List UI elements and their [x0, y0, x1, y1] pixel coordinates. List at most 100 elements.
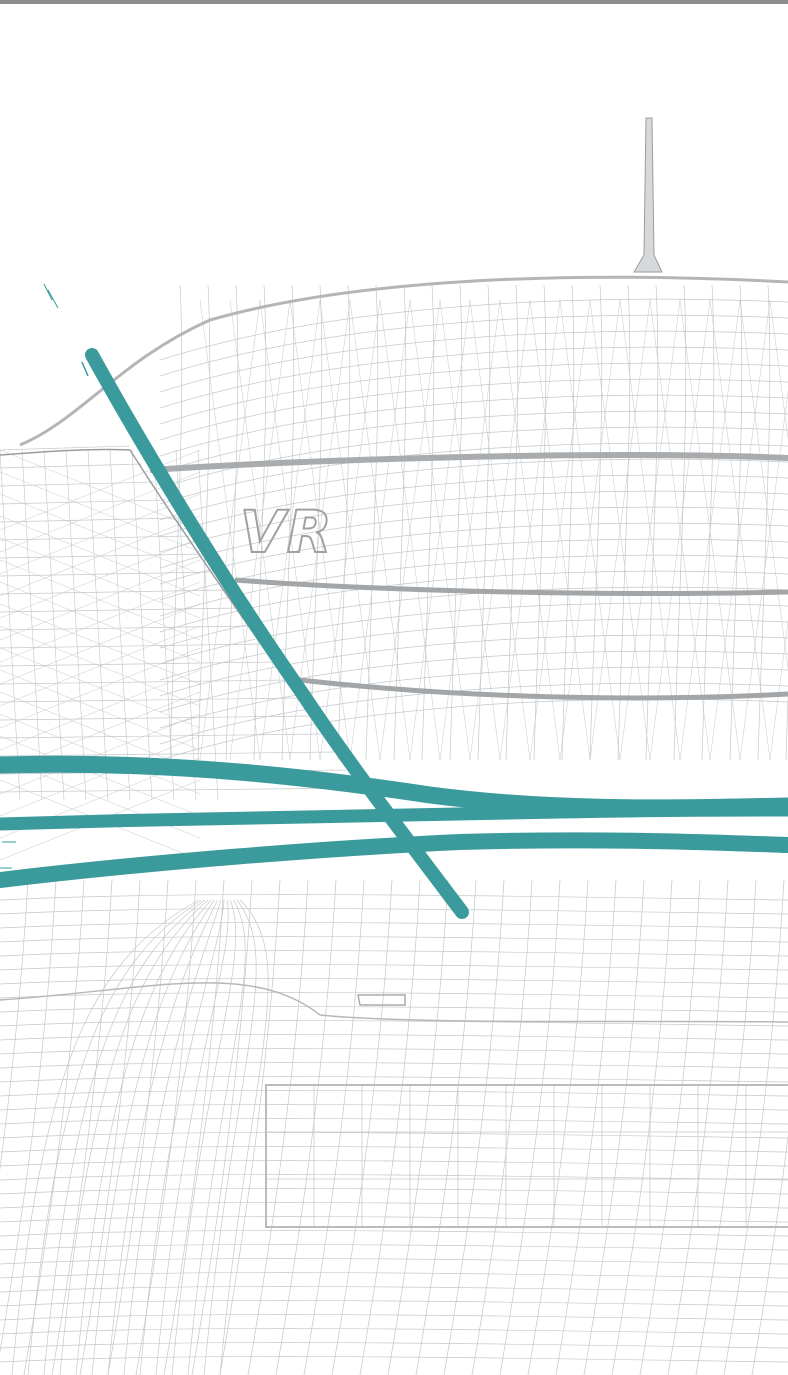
- mesh-line: [109, 449, 131, 801]
- mesh-line: [0, 669, 201, 751]
- mesh-curve: [0, 1356, 788, 1363]
- mesh-line: [0, 679, 287, 685]
- accent-strokes: [0, 348, 788, 919]
- mesh-curve: [673, 284, 687, 761]
- mesh-line: [0, 553, 203, 559]
- mesh-curve: [159, 682, 788, 745]
- accent-stroke-middle: [0, 803, 788, 831]
- mesh-line: [0, 589, 227, 595]
- mesh-curve: [159, 298, 788, 361]
- mesh-curve: [365, 284, 379, 761]
- mesh-curve: [0, 879, 57, 1354]
- mesh-line: [469, 299, 531, 761]
- mesh-curve: [159, 650, 788, 713]
- bumper-wireframe: [11, 899, 269, 1375]
- mesh-curve: [0, 1048, 788, 1055]
- mesh-line: [0, 751, 335, 757]
- mesh-line: [0, 449, 21, 801]
- mesh-curve: [159, 522, 788, 585]
- mesh-curve: [75, 899, 212, 1375]
- mesh-line: [649, 299, 711, 761]
- mesh-line: [0, 517, 179, 523]
- edge-fragments: [0, 283, 89, 869]
- mesh-curve: [159, 506, 788, 569]
- mesh-curve: [225, 284, 239, 761]
- mesh-line: [0, 713, 201, 795]
- trunk-handle: [357, 994, 406, 1006]
- mesh-curve: [219, 899, 269, 1375]
- mesh-curve: [583, 879, 645, 1375]
- mesh-line: [0, 559, 201, 641]
- mesh-curve: [107, 879, 169, 1375]
- mesh-curve: [139, 899, 225, 1375]
- mesh-curve: [0, 1258, 788, 1265]
- mesh-curve: [0, 1272, 788, 1279]
- mesh-curve: [387, 879, 449, 1375]
- mesh-curve: [155, 899, 229, 1375]
- mesh-line: [0, 715, 311, 721]
- mesh-curve: [589, 284, 603, 761]
- mesh-curve: [275, 879, 337, 1375]
- mesh-curve: [0, 1328, 788, 1335]
- mesh-curve: [757, 284, 771, 761]
- mesh-curve: [0, 1174, 788, 1181]
- spoiler-band-top: [149, 452, 788, 473]
- mesh-curve: [0, 1244, 788, 1251]
- mesh-curve: [471, 879, 533, 1375]
- mesh-line: [589, 299, 651, 761]
- mesh-line: [769, 620, 788, 761]
- mesh-line: [43, 449, 65, 801]
- mesh-curve: [159, 458, 788, 521]
- mesh-curve: [159, 634, 788, 697]
- mesh-line: [0, 581, 201, 663]
- wireframe-mesh-back: [0, 879, 788, 1375]
- mesh-curve: [0, 1132, 788, 1139]
- mesh-curve: [159, 394, 788, 457]
- mesh-line: [0, 449, 201, 531]
- mesh-curve: [667, 879, 729, 1375]
- mesh-curve: [0, 936, 788, 943]
- mesh-curve: [281, 284, 295, 761]
- mesh-curve: [723, 879, 785, 1375]
- accent-stroke-upper: [0, 755, 788, 817]
- mesh-line: [0, 481, 155, 487]
- emblem-logo: VR: [240, 498, 334, 566]
- mesh-line: [0, 537, 201, 619]
- mesh-curve: [159, 442, 788, 505]
- mesh-curve: [159, 618, 788, 681]
- mesh-curve: [639, 879, 701, 1375]
- mesh-curve: [617, 284, 631, 761]
- license-plate-grid: [266, 1085, 788, 1227]
- mesh-line: [0, 643, 263, 649]
- mesh-curve: [51, 879, 113, 1375]
- mesh-curve: [695, 879, 757, 1375]
- mesh-line: [409, 299, 471, 761]
- mesh-curve: [0, 950, 788, 957]
- mesh-curve: [123, 899, 222, 1375]
- mesh-curve: [0, 1104, 788, 1111]
- mesh-curve: [0, 1020, 788, 1027]
- mesh-curve: [43, 899, 206, 1375]
- mesh-curve: [505, 284, 519, 761]
- mesh-line: [0, 733, 323, 739]
- license-plate-recess: [265, 1084, 788, 1228]
- mesh-line: [0, 625, 251, 631]
- mesh-line: [0, 625, 201, 707]
- mesh-curve: [0, 1034, 788, 1041]
- mesh-line: [739, 390, 788, 761]
- mesh-line: [21, 449, 43, 801]
- mesh-line: [197, 449, 219, 801]
- roof-wireframe: [159, 284, 788, 761]
- c-pillar-wireframe: [0, 445, 381, 861]
- mesh-curve: [0, 1202, 788, 1209]
- mesh-curve: [0, 1286, 788, 1293]
- mesh-curve: [421, 284, 435, 761]
- mesh-line: [0, 571, 215, 577]
- mesh-curve: [27, 899, 202, 1375]
- trunk-lid-line: [0, 982, 788, 1023]
- mesh-line: [131, 449, 153, 801]
- mesh-curve: [645, 284, 659, 761]
- mesh-line: [0, 661, 275, 667]
- mesh-line: [229, 299, 291, 761]
- mesh-curve: [159, 378, 788, 441]
